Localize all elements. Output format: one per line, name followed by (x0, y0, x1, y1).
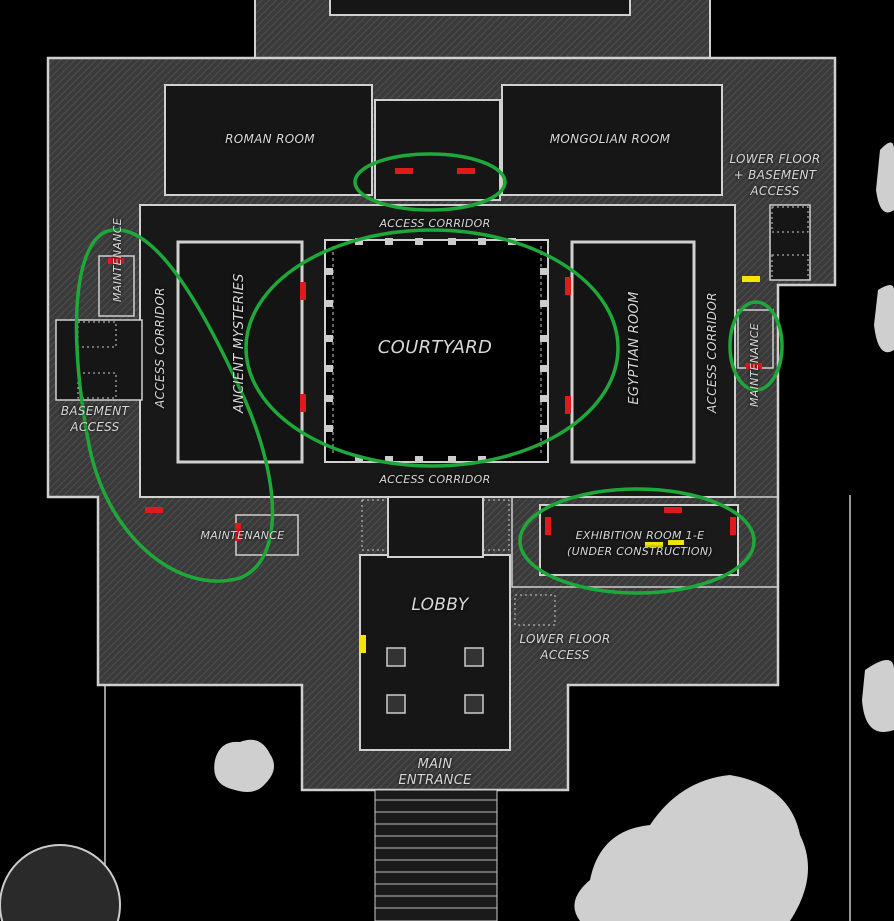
tree (874, 285, 894, 353)
exhibition-room-area (539, 504, 739, 576)
lower-floor-access-label: LOWER FLOOR ACCESS (510, 631, 620, 663)
highlight-exhibition-room (518, 487, 756, 595)
tree (876, 142, 894, 213)
exhibition-room-label: EXHIBITION ROOM 1-E (UNDER CONSTRUCTION) (550, 528, 730, 560)
maintenance-top-left-label: MAINTENANCE (111, 217, 124, 303)
roman-room-area (164, 84, 373, 196)
label-line: ACCESS (540, 648, 590, 662)
label-line: (UNDER CONSTRUCTION) (567, 545, 713, 558)
egyptian-room-area (570, 240, 696, 464)
lower-floor-basement-access-label: LOWER FLOOR + BASEMENT ACCESS (720, 151, 830, 199)
right-stairs (769, 204, 811, 281)
label-line: MAIN (417, 757, 453, 772)
label-line: ACCESS (70, 420, 120, 434)
highlight-north-corridor (353, 152, 507, 212)
maintenance-right-label: MAINTENANCE (748, 322, 761, 408)
tree (862, 660, 894, 732)
north-access-area (374, 99, 501, 201)
yellow-markers (360, 276, 760, 653)
roundabout (0, 844, 121, 921)
access-corridor-right-label: ACCESS CORRIDOR (705, 292, 719, 413)
access-corridor-top-label: ACCESS CORRIDOR (379, 217, 491, 230)
red-markers (108, 168, 762, 541)
maintenance-bottom-left-label: MAINTENANCE (200, 529, 285, 542)
main-entrance-label: MAIN ENTRANCE (385, 757, 485, 789)
tree (214, 739, 274, 792)
highlight-west-wing (74, 228, 275, 583)
label-line: LOWER FLOOR (519, 632, 611, 646)
left-stairs (55, 319, 143, 401)
egyptian-room-label: EGYPTIAN ROOM (627, 291, 642, 405)
entrance-steps (374, 789, 498, 921)
label-line: LOWER FLOOR (729, 152, 821, 166)
maintenance-room-top-left (98, 255, 135, 317)
mongolian-room-label: MONGOLIAN ROOM (549, 132, 671, 146)
label-line: ENTRANCE (398, 773, 472, 788)
lobby-area (359, 554, 511, 751)
tree (574, 775, 808, 921)
highlight-maintenance-right (728, 300, 784, 392)
access-corridor-left-label: ACCESS CORRIDOR (153, 287, 167, 408)
highlight-courtyard (244, 228, 620, 468)
courtyard-label: COURTYARD (377, 337, 493, 358)
access-corridor-bottom-label: ACCESS CORRIDOR (379, 473, 491, 486)
ancient-mysteries-label: ANCIENT MYSTERIES (232, 273, 247, 413)
label-line: BASEMENT (60, 404, 130, 418)
maintenance-room-right (737, 309, 774, 369)
label-line: ACCESS (750, 184, 800, 198)
basement-access-label: BASEMENT ACCESS (50, 403, 140, 435)
roman-room-label: ROMAN ROOM (225, 132, 315, 146)
courtyard-area (324, 239, 549, 463)
label-line: + BASEMENT (733, 168, 817, 182)
lobby-label: LOBBY (411, 595, 469, 615)
label-line: EXHIBITION ROOM 1-E (575, 529, 705, 542)
mongolian-room-area (501, 84, 723, 196)
highlight-annotations (74, 152, 784, 595)
